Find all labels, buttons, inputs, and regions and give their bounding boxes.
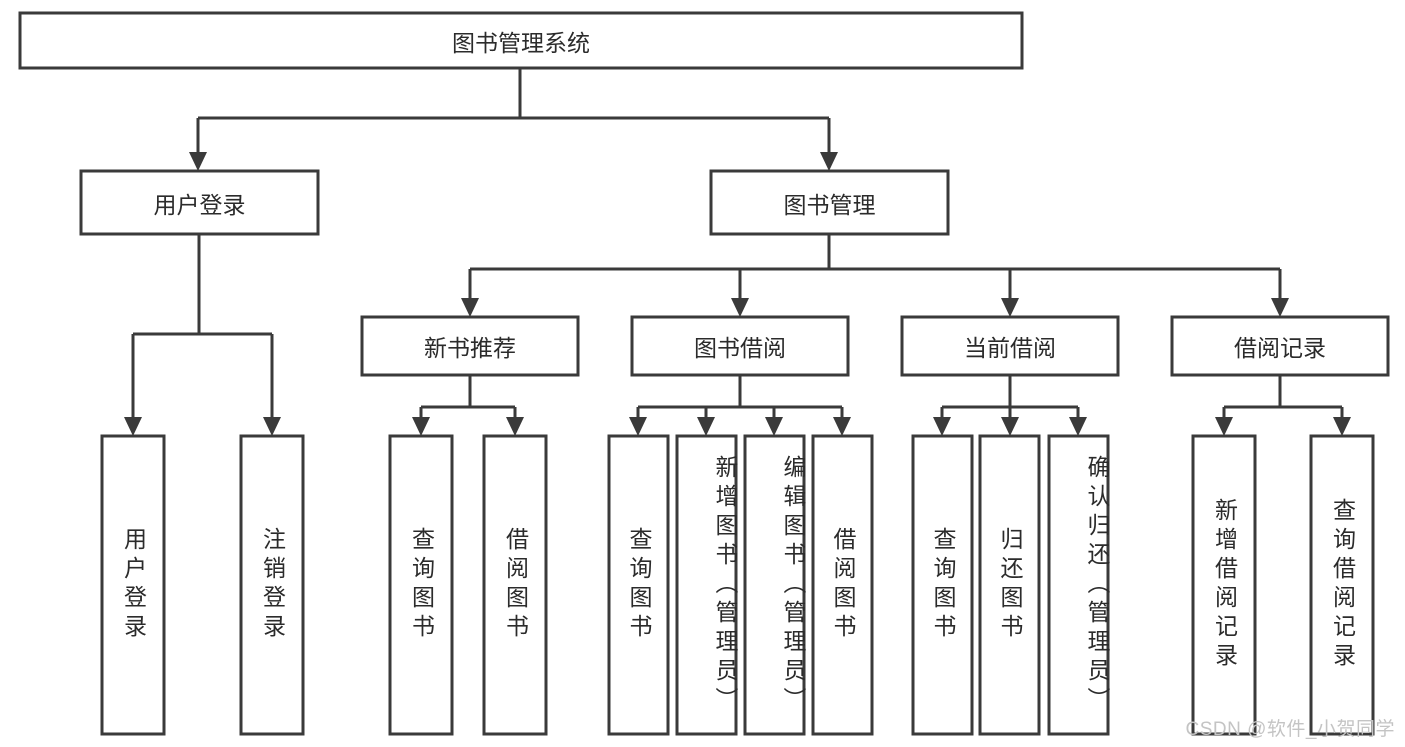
node-box-leaf-add-book[interactable] xyxy=(675,434,738,736)
connector-user-login-to-leaves xyxy=(124,234,281,436)
node-box-leaf-return-book[interactable] xyxy=(978,434,1041,736)
node-box-new-book-recommend[interactable] xyxy=(360,315,580,377)
connector-borrow-record-to-leaves xyxy=(1215,375,1351,436)
node-box-leaf-logout-login[interactable] xyxy=(239,434,305,736)
node-box-leaf-edit-book[interactable] xyxy=(743,434,806,736)
node-box-root[interactable] xyxy=(18,11,1024,70)
node-box-leaf-borrow-book-1[interactable] xyxy=(482,434,548,736)
node-box-leaf-user-login[interactable] xyxy=(100,434,166,736)
node-box-leaf-query-book-1[interactable] xyxy=(388,434,454,736)
connector-book-management-to-level2 xyxy=(461,234,1289,317)
node-box-user-login[interactable] xyxy=(79,169,320,236)
node-box-current-borrow[interactable] xyxy=(900,315,1120,377)
node-box-book-management[interactable] xyxy=(709,169,950,236)
node-box-leaf-confirm-return[interactable] xyxy=(1047,434,1110,736)
node-box-leaf-add-record[interactable] xyxy=(1191,434,1257,736)
node-box-borrow-record[interactable] xyxy=(1170,315,1390,377)
node-box-leaf-query-book-3[interactable] xyxy=(911,434,974,736)
node-box-leaf-borrow-book-2[interactable] xyxy=(811,434,874,736)
connector-book-borrow-to-leaves xyxy=(629,375,851,436)
node-box-leaf-query-book-2[interactable] xyxy=(607,434,670,736)
connector-root-to-level1 xyxy=(189,68,838,171)
connector-new-book-recommend-to-leaves xyxy=(412,375,524,436)
connector-current-borrow-to-leaves xyxy=(933,375,1087,436)
node-box-leaf-query-record[interactable] xyxy=(1309,434,1375,736)
node-box-book-borrow[interactable] xyxy=(630,315,850,377)
